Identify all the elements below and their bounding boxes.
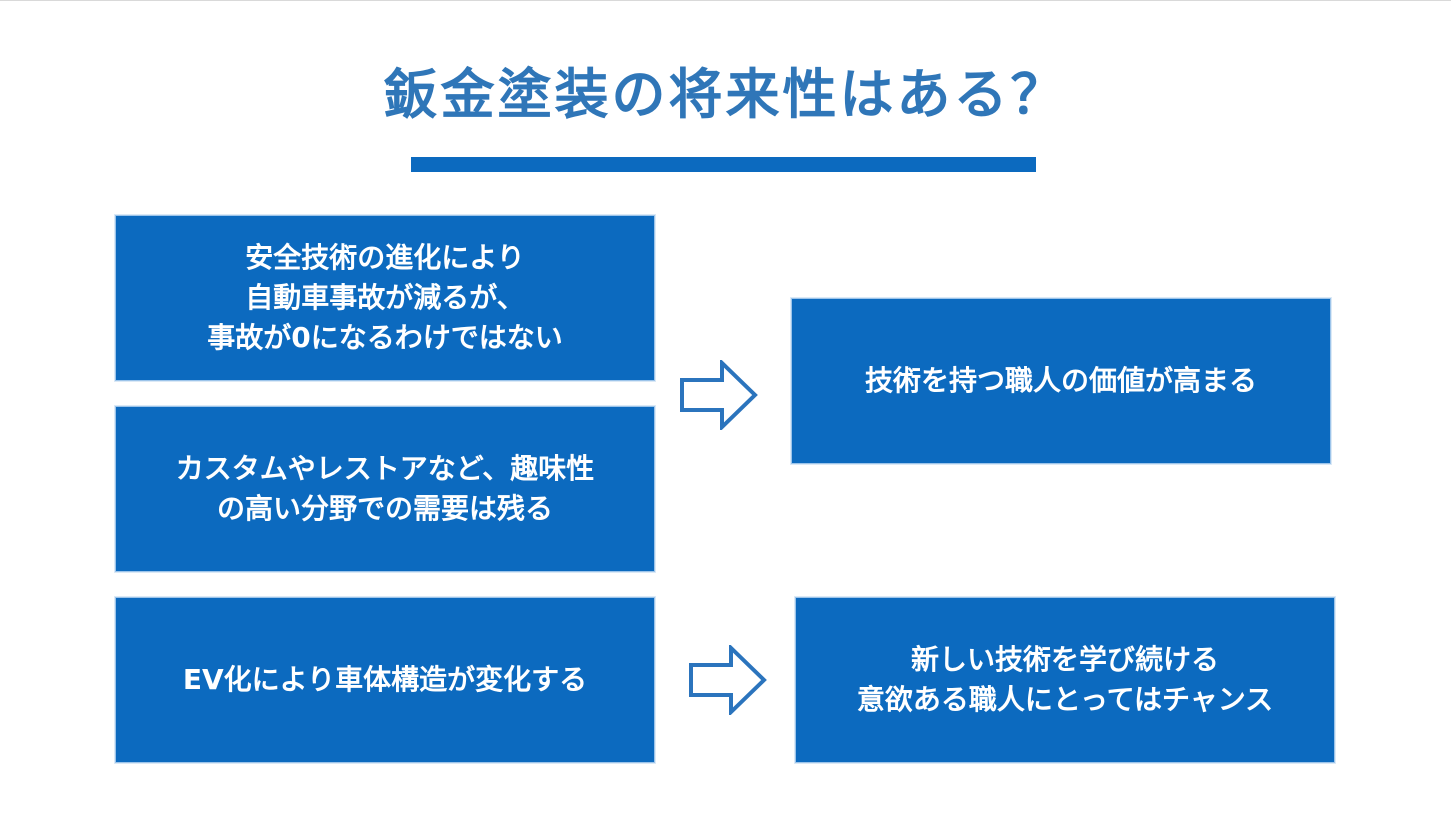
cause-box-safety: 安全技術の進化により 自動車事故が減るが、 事故が0になるわけではない <box>115 215 655 381</box>
title-underline <box>411 157 1036 172</box>
top-divider <box>0 0 1451 1</box>
right-arrow-icon <box>689 645 767 715</box>
result-box-value: 技術を持つ職人の価値が高まる <box>791 298 1331 464</box>
result-box-chance: 新しい技術を学び続ける 意欲ある職人にとってはチャンス <box>795 597 1335 763</box>
page-title: 鈑金塗装の将来性はある？ <box>383 63 1068 126</box>
cause-box-custom: カスタムやレストアなど、趣味性 の高い分野での需要は残る <box>115 406 655 572</box>
cause-box-ev: EV化により車体構造が変化する <box>115 597 655 763</box>
right-arrow-icon <box>680 360 758 430</box>
